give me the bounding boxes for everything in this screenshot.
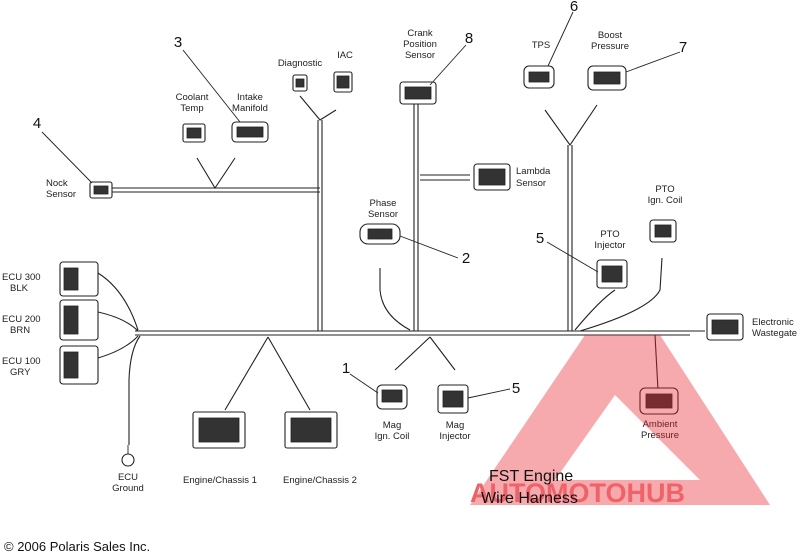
intake-manifold-label-1: Intake xyxy=(237,92,263,103)
ecu-300-label-2: BLK xyxy=(10,283,29,294)
ecu-200-label-2: BRN xyxy=(10,325,30,336)
engine-chassis-2-connector xyxy=(284,411,338,449)
copyright-notice: © 2006 Polaris Sales Inc. xyxy=(4,539,150,554)
lambda-sensor-label-2: Sensor xyxy=(516,178,546,189)
boost-pressure-connector xyxy=(587,65,627,91)
mag-ign-coil-connector xyxy=(376,384,408,410)
phase-sensor-label-1: Phase xyxy=(370,198,397,209)
mag-injector-connector xyxy=(437,384,469,414)
coolant-temp-label-2: Temp xyxy=(180,103,203,114)
pto-coil-wire xyxy=(579,257,663,332)
callout-8: 8 xyxy=(465,30,473,47)
ecu-200-label-1: ECU 200 xyxy=(2,314,41,325)
ecu-ground-terminal xyxy=(121,445,135,467)
callout-7: 7 xyxy=(679,39,687,56)
mag-ign-coil-label-1: Mag xyxy=(383,420,401,431)
pto-ign-coil-label-2: Ign. Coil xyxy=(648,195,683,206)
mag-ign-coil-label-2: Ign. Coil xyxy=(375,431,410,442)
mag-injector-wire xyxy=(429,336,456,371)
ecu-200-branch xyxy=(97,311,139,332)
crank-branch-wire xyxy=(413,100,419,331)
chassis-2-wire xyxy=(267,336,311,411)
callout-1: 1 xyxy=(342,360,350,377)
ambient-pressure-label-1: Ambient xyxy=(643,419,678,430)
diagnostic-connector xyxy=(292,74,308,92)
callout-6: 6 xyxy=(570,0,578,15)
ecu-100-branch xyxy=(97,335,139,359)
ecu-100-label-2: GRY xyxy=(10,367,31,378)
iac-label: IAC xyxy=(337,50,353,61)
tps-boost-branch-wire xyxy=(567,145,573,331)
watermark-text: AUTOMOTOHUB xyxy=(470,478,685,508)
ecu-300-branch xyxy=(97,272,139,331)
chassis-1-wire xyxy=(224,336,269,411)
crank-position-label-1: Crank xyxy=(407,28,433,39)
pto-ign-coil-connector xyxy=(649,219,677,243)
callout-leaders xyxy=(41,11,681,399)
pto-ign-coil-label-1: PTO xyxy=(655,184,674,195)
callout-4: 4 xyxy=(33,115,41,132)
electronic-wastegate-label-2: Wastegate xyxy=(752,328,797,339)
iac-branch-wire xyxy=(317,120,323,331)
callout-2: 2 xyxy=(462,250,470,267)
ecu-ground-label-2: Ground xyxy=(112,483,144,494)
ecu-300-connector xyxy=(59,261,99,297)
harness-wires xyxy=(97,95,705,445)
crank-position-label-2: Position xyxy=(403,39,437,50)
phase-branch-wire xyxy=(379,268,411,331)
component-labels: Nock Sensor Coolant Temp Intake Manifold… xyxy=(2,28,797,494)
diagnostic-label: Diagnostic xyxy=(278,58,323,69)
knock-sensor-branch xyxy=(112,187,320,193)
knock-sensor-label-1: Nock xyxy=(46,178,68,189)
phase-sensor-label-2: Sensor xyxy=(368,209,398,220)
boost-pressure-label-1: Boost xyxy=(598,30,623,41)
callout-numbers: 3 4 8 6 7 2 5 1 5 xyxy=(33,0,687,397)
ecu-ground-wire xyxy=(128,335,141,445)
lambda-sensor-connector xyxy=(473,163,511,191)
mag-injector-label-2: Injector xyxy=(439,431,470,442)
crank-position-label-3: Sensor xyxy=(405,50,435,61)
engine-chassis-1-connector xyxy=(192,411,246,449)
tps-label: TPS xyxy=(532,40,550,51)
watermark: AUTOMOTOHUB xyxy=(470,335,770,508)
mag-coil-wire xyxy=(394,336,431,371)
intake-manifold-label-2: Manifold xyxy=(232,103,268,114)
ambient-pressure-label-2: Pressure xyxy=(641,430,679,441)
lambda-sensor-label-1: Lambda xyxy=(516,166,551,177)
ambient-wire xyxy=(654,334,659,391)
coolant-temp-label-1: Coolant xyxy=(176,92,209,103)
tps-connector xyxy=(523,65,555,89)
pto-injector-wire xyxy=(574,289,616,331)
ecu-ground-label-1: ECU xyxy=(118,472,138,483)
callout-3: 3 xyxy=(174,34,182,51)
watermark-triangle-logo xyxy=(470,335,770,505)
knock-sensor-label-2: Sensor xyxy=(46,189,76,200)
diagram-title-line-2: Wire Harness xyxy=(481,490,578,507)
phase-sensor-connector xyxy=(359,223,401,245)
engine-chassis-1-label: Engine/Chassis 1 xyxy=(183,475,257,486)
ecu-100-connector xyxy=(59,345,99,385)
ecu-300-label-1: ECU 300 xyxy=(2,272,41,283)
boost-pressure-label-2: Pressure xyxy=(591,41,629,52)
iac-connector xyxy=(333,71,353,93)
electronic-wastegate-connector xyxy=(706,313,744,341)
knock-sensor-connector xyxy=(89,181,113,199)
ambient-pressure-connector xyxy=(639,387,679,415)
diagram-title-line-1: FST Engine xyxy=(489,468,573,485)
lambda-branch-wire xyxy=(420,174,470,181)
ecu-100-label-1: ECU 100 xyxy=(2,356,41,367)
callout-5-mag: 5 xyxy=(512,380,520,397)
pto-injector-label-1: PTO xyxy=(600,229,619,240)
callout-5-pto: 5 xyxy=(536,230,544,247)
electronic-wastegate-label-1: Electronic xyxy=(752,317,794,328)
pto-injector-connector xyxy=(596,259,628,289)
pto-injector-label-2: Injector xyxy=(594,240,625,251)
crank-position-connector xyxy=(399,81,437,105)
intake-manifold-connector xyxy=(231,121,269,143)
mag-injector-label-1: Mag xyxy=(446,420,464,431)
ecu-200-connector xyxy=(59,299,99,341)
coolant-temp-connector xyxy=(182,123,206,143)
engine-chassis-2-label: Engine/Chassis 2 xyxy=(283,475,357,486)
